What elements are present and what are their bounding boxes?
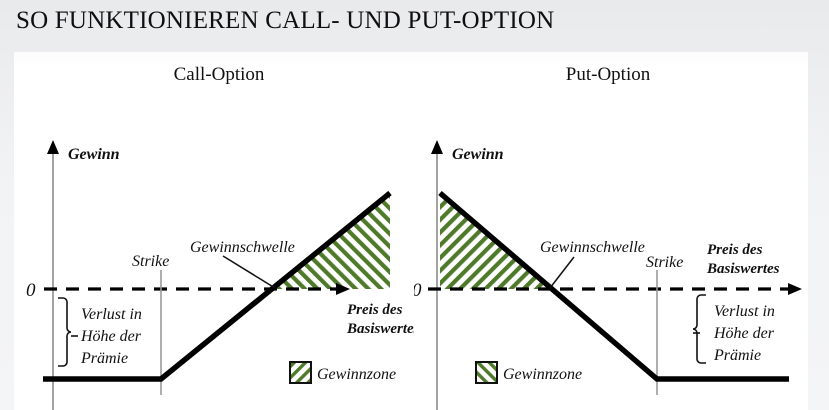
figure-panel: Call-Option (14, 52, 808, 410)
y-axis-arrow-up-put (431, 140, 443, 154)
x-axis-label-line2-call: Basiswertes (346, 321, 414, 337)
premium-text-line1-call: Verlust in (81, 306, 142, 323)
premium-bracket-put (692, 294, 706, 364)
x-axis-label-line1-call: Preis des (347, 302, 403, 318)
breakeven-label-put: Gewinnschwelle (540, 239, 645, 256)
x-axis-arrow-put (788, 283, 802, 295)
chart-put-svg: Gewinn Verlust 0 Preis des Basiswertes S… (414, 140, 802, 410)
premium-text-line2-put: Höhe der (713, 325, 775, 342)
chart-put-title: Put-Option (565, 64, 651, 85)
chart-call-title: Call-Option (173, 64, 265, 85)
premium-text-line2-call: Höhe der (80, 328, 142, 345)
breakeven-label-call: Gewinnschwelle (190, 239, 295, 256)
strike-label-put: Strike (646, 254, 683, 271)
premium-text-line3-put: Prämie (713, 347, 761, 364)
zero-label-call: 0 (26, 280, 36, 301)
payoff-line-put (438, 190, 789, 382)
legend-label-call: Gewinnzone (317, 366, 396, 383)
legend-swatch-put (475, 361, 498, 384)
legend-label-put: Gewinnzone (503, 366, 582, 383)
premium-text-line1-put: Verlust in (714, 303, 775, 320)
x-axis-label-line1-put: Preis des (707, 242, 763, 258)
strike-label-call: Strike (132, 253, 169, 270)
premium-bracket-call (58, 297, 72, 367)
breakeven-leader-put (549, 256, 575, 289)
legend-swatch-call (289, 361, 312, 384)
y-axis-arrow-up-call (47, 140, 59, 154)
page-title: SO FUNKTIONIEREN CALL- UND PUT-OPTION (16, 7, 555, 34)
x-axis-label-line2-put: Basiswertes (706, 261, 780, 277)
zero-label-put: 0 (414, 280, 422, 301)
x-axis-arrow-call (336, 283, 350, 295)
y-axis-label-top-put: Gewinn (452, 146, 504, 163)
breakeven-leader-call (222, 255, 276, 289)
chart-put-option: Put-Option (414, 52, 808, 410)
chart-call-svg: Gewinn Verlust 0 Preis des Basiswertes S… (26, 140, 414, 410)
premium-text-line3-call: Prämie (80, 350, 128, 367)
chart-call-option: Call-Option (14, 52, 414, 410)
y-axis-label-top-call: Gewinn (68, 146, 120, 163)
payoff-line-call (43, 190, 392, 382)
